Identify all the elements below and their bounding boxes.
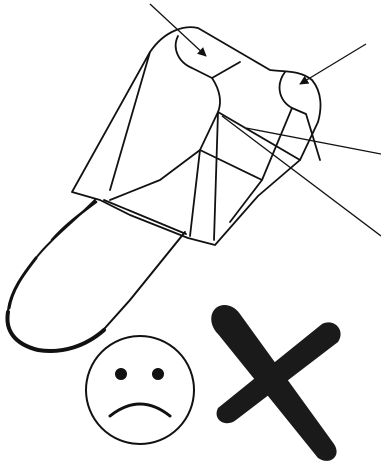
arrow-icon xyxy=(300,44,366,84)
guide-line xyxy=(222,116,381,236)
cross-mark-icon xyxy=(211,305,340,461)
pointer-lines xyxy=(150,4,381,236)
arrow-icon xyxy=(150,4,206,56)
left-eye xyxy=(115,368,127,380)
frown-face-icon xyxy=(86,336,194,444)
crown-block xyxy=(72,27,320,245)
right-eye xyxy=(152,368,164,380)
